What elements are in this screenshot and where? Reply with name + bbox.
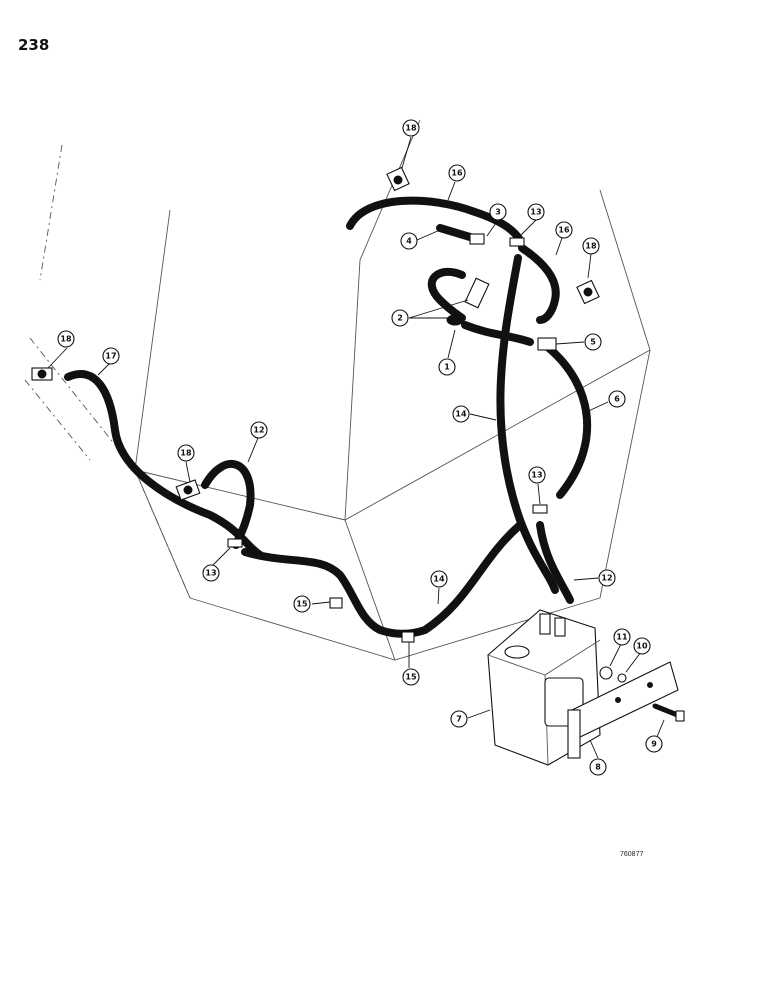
nozzle-18-mid [175, 479, 201, 501]
svg-text:16: 16 [451, 169, 463, 178]
callout-18-top: 18 [402, 119, 420, 137]
callout-1: 1 [438, 358, 456, 376]
leader-lines [47, 136, 665, 759]
svg-text:12: 12 [253, 426, 264, 435]
hose-12-left [201, 460, 255, 549]
hose-14-lower [241, 521, 524, 638]
bracket-8 [567, 661, 679, 759]
svg-text:18: 18 [180, 449, 192, 458]
figure-id: 760877 [620, 851, 644, 858]
callout-18-right: 18 [582, 237, 600, 255]
tee-13-left [227, 538, 243, 548]
clip-15-left [329, 597, 343, 609]
callout-14-lower: 14 [430, 570, 448, 588]
svg-text:6: 6 [614, 395, 620, 404]
hose-loop-2 [427, 267, 466, 322]
callout-5: 5 [584, 333, 602, 351]
svg-text:13: 13 [530, 208, 541, 217]
callout-15-lower: 15 [402, 668, 420, 686]
callout-9: 9 [645, 735, 663, 753]
svg-text:9: 9 [651, 740, 657, 749]
svg-text:10: 10 [636, 642, 648, 651]
svg-text:13: 13 [531, 471, 542, 480]
svg-text:18: 18 [60, 335, 72, 344]
svg-text:2: 2 [397, 314, 403, 323]
svg-text:17: 17 [105, 352, 116, 361]
callout-3: 3 [489, 203, 507, 221]
valve-2 [446, 277, 490, 326]
svg-text:4: 4 [406, 237, 412, 246]
hose-16-right [518, 244, 560, 324]
clip-15-lower [401, 631, 415, 643]
hose-16-upper [346, 196, 524, 244]
tee-13-right [532, 504, 548, 514]
washer-10 [617, 673, 627, 683]
callout-13-top: 13 [527, 203, 545, 221]
callout-16-top: 16 [448, 164, 466, 182]
svg-text:1: 1 [444, 363, 450, 372]
bolt-9 [652, 703, 685, 722]
svg-text:3: 3 [495, 208, 501, 217]
callout-6: 6 [608, 390, 626, 408]
hose-6 [541, 341, 592, 499]
callout-7: 7 [450, 710, 468, 728]
svg-text:18: 18 [405, 124, 417, 133]
hose-5 [461, 321, 534, 346]
callout-13-left: 13 [202, 564, 220, 582]
callout-15-left: 15 [293, 595, 311, 613]
washer-reservoir [487, 609, 601, 766]
callout-14-top: 14 [452, 405, 470, 423]
page-number: 238 [18, 36, 50, 54]
svg-text:15: 15 [405, 673, 417, 682]
callout-13-right: 13 [528, 466, 546, 484]
callout-11: 11 [613, 628, 631, 646]
hose-lines [64, 196, 592, 638]
tee-13-top [509, 237, 525, 247]
nozzle-18-right [576, 279, 600, 305]
nozzle-18-top [386, 166, 410, 192]
callouts: 18 16 3 13 16 4 18 2 5 1 18 17 14 6 12 1… [57, 119, 663, 776]
callout-4: 4 [400, 232, 418, 250]
fitting-5 [537, 337, 557, 351]
hose-12-right [536, 521, 574, 604]
callout-12-left: 12 [250, 421, 268, 439]
svg-text:14: 14 [433, 575, 445, 584]
fitting-3 [469, 233, 485, 245]
callout-12-right: 12 [598, 569, 616, 587]
callout-2: 2 [391, 309, 409, 327]
svg-text:11: 11 [616, 633, 628, 642]
svg-text:15: 15 [296, 600, 308, 609]
svg-text:13: 13 [205, 569, 216, 578]
callout-16-right: 16 [555, 221, 573, 239]
callout-18-mid: 18 [177, 444, 195, 462]
callout-18-left: 18 [57, 330, 75, 348]
svg-text:14: 14 [455, 410, 467, 419]
svg-text:18: 18 [585, 242, 597, 251]
nozzle-18-left [31, 367, 53, 381]
svg-text:7: 7 [456, 715, 462, 724]
callout-10: 10 [633, 637, 651, 655]
callout-17: 17 [102, 347, 120, 365]
callout-8: 8 [589, 758, 607, 776]
svg-text:12: 12 [601, 574, 612, 583]
nut-11 [599, 666, 613, 680]
svg-text:8: 8 [595, 763, 601, 772]
svg-text:5: 5 [590, 338, 596, 347]
fittings [31, 166, 600, 643]
hose-14-vertical [496, 254, 559, 594]
svg-text:16: 16 [558, 226, 570, 235]
